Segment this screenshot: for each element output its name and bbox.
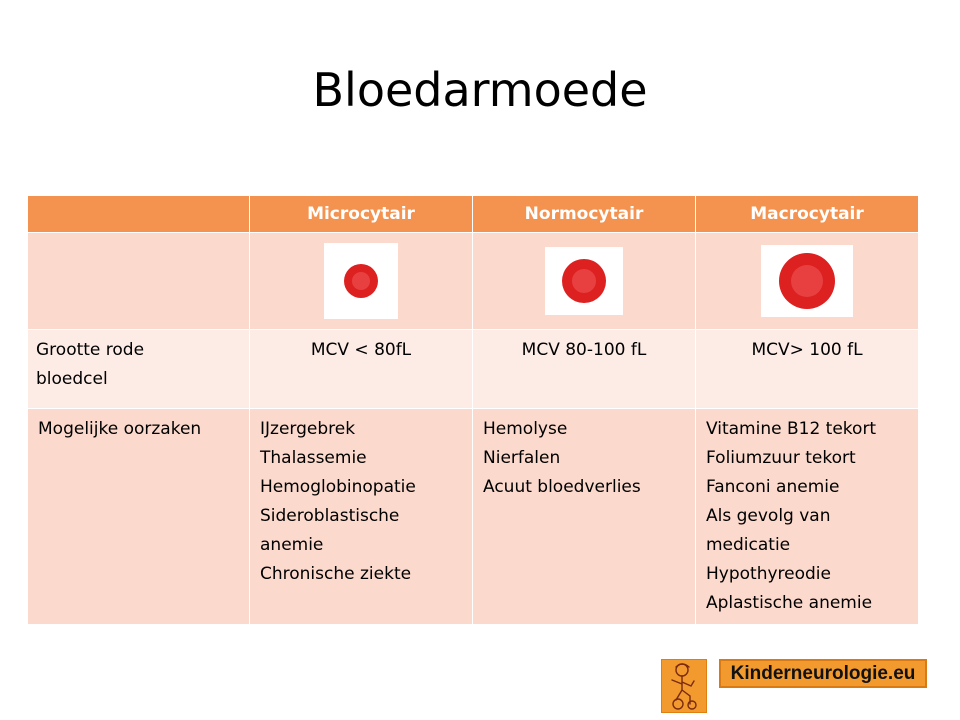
header-normocytair: Normocytair xyxy=(472,195,696,233)
cause-item: IJzergebrek xyxy=(260,419,356,439)
header-empty xyxy=(27,195,250,233)
image-row xyxy=(27,232,919,330)
size-row-label: Grootte rode bloedcel xyxy=(27,329,250,409)
header-microcytair: Microcytair xyxy=(249,195,473,233)
causes-normo: Hemolyse Nierfalen Acuut bloedverlies xyxy=(472,408,696,625)
slide-title: Bloedarmoede xyxy=(312,63,648,117)
cause-item: Acuut bloedverlies xyxy=(483,477,641,497)
size-micro: MCV < 80fL xyxy=(249,329,473,409)
cause-item: Fanconi anemie xyxy=(706,477,840,497)
causes-row: Mogelijke oorzaken IJzergebrek Thalassem… xyxy=(27,408,919,625)
normo-cell-image xyxy=(472,232,696,330)
size-label-line: bloedcel xyxy=(36,369,108,389)
micro-cell-image xyxy=(249,232,473,330)
cause-item: medicatie xyxy=(706,535,791,555)
medium-red-cell-icon xyxy=(562,259,606,303)
causes-micro: IJzergebrek Thalassemie Hemoglobinopatie… xyxy=(249,408,473,625)
causes-row-label: Mogelijke oorzaken xyxy=(27,408,250,625)
cause-item: Sideroblastische xyxy=(260,506,400,526)
small-red-cell-icon xyxy=(344,264,378,298)
cause-item: Hemoglobinopatie xyxy=(260,477,416,497)
header-macrocytair: Macrocytair xyxy=(695,195,919,233)
cause-item: Aplastische anemie xyxy=(706,593,873,613)
macro-blood-cell-picture xyxy=(761,245,853,317)
header-row: Microcytair Normocytair Macrocytair xyxy=(27,195,919,233)
brand-label: Kinderneurologie.eu xyxy=(719,659,927,688)
normo-blood-cell-picture xyxy=(545,247,623,315)
micro-blood-cell-picture xyxy=(324,243,398,319)
cause-item: Thalassemie xyxy=(260,448,367,468)
large-red-cell-icon xyxy=(779,253,835,309)
size-macro: MCV> 100 fL xyxy=(695,329,919,409)
size-normo: MCV 80-100 fL xyxy=(472,329,696,409)
macro-cell-image xyxy=(695,232,919,330)
size-label-line: Grootte rode xyxy=(36,340,145,360)
causes-macro: Vitamine B12 tekort Foliumzuur tekort Fa… xyxy=(695,408,919,625)
cause-item: Als gevolg van xyxy=(706,506,831,526)
cause-item: Foliumzuur tekort xyxy=(706,448,856,468)
anemia-table: Microcytair Normocytair Macrocytair xyxy=(27,195,919,625)
cause-item: Hemolyse xyxy=(483,419,568,439)
child-figure-icon xyxy=(671,663,697,710)
size-row: Grootte rode bloedcel MCV < 80fL MCV 80-… xyxy=(27,329,919,409)
image-row-label xyxy=(27,232,250,330)
cause-item: anemie xyxy=(260,535,324,555)
cause-item: Hypothyreodie xyxy=(706,564,831,584)
cause-item: Nierfalen xyxy=(483,448,561,468)
cause-item: Vitamine B12 tekort xyxy=(706,419,877,439)
cause-item: Chronische ziekte xyxy=(260,564,412,584)
logo xyxy=(661,659,707,713)
